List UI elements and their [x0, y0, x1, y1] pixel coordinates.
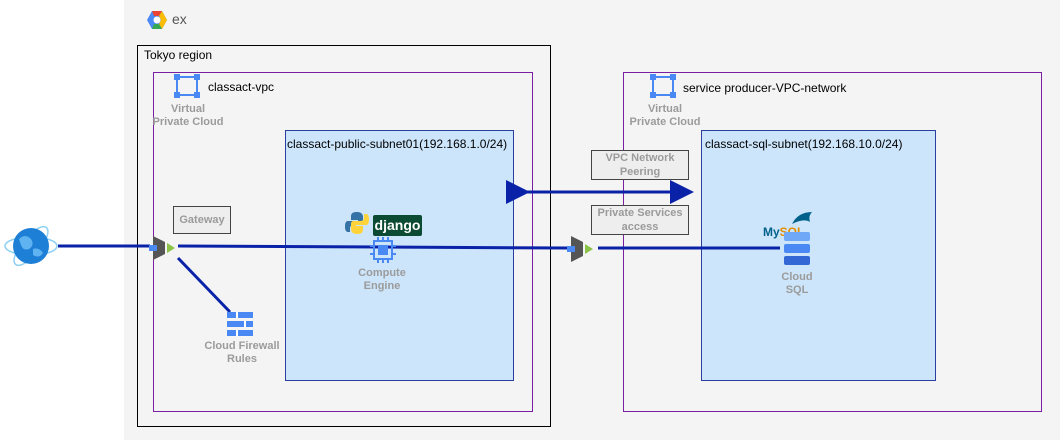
python-icon [345, 212, 369, 234]
gateway-label: Gateway [173, 206, 231, 234]
gateway-to-firewall-line [176, 256, 232, 314]
cloud-sql-label: Cloud SQL [781, 271, 813, 296]
private-services-access-label: Private Services access [591, 205, 689, 235]
vpc-right-icon [650, 74, 676, 98]
vpc-right-name: service producer-VPC-network [683, 81, 847, 95]
region-label: Tokyo region [144, 48, 213, 62]
private-access-gateway-icon [567, 236, 593, 262]
gcp-project-icon [147, 11, 167, 29]
firewall-icon [227, 312, 253, 336]
django-logo: django [373, 215, 422, 236]
project-title: ex [172, 11, 187, 27]
cloud-sql-icon [784, 232, 810, 265]
firewall-label: Cloud Firewall Rules [204, 340, 280, 365]
gateway-icon [149, 236, 175, 260]
public-subnet-box [285, 130, 514, 381]
sql-subnet-box [701, 130, 936, 381]
vpc-right-icon-label: Virtual Private Cloud [629, 103, 701, 128]
vpc-left-icon [174, 74, 200, 98]
sql-subnet-label: classact-sql-subnet(192.168.10.0/24) [705, 137, 903, 151]
public-subnet-label: classact-public-subnet01(192.168.1.0/24) [287, 137, 508, 151]
mysql-dolphin-icon [792, 212, 812, 224]
vpc-peering-label: VPC Network Peering [591, 150, 689, 180]
tokyo-region-box [137, 45, 551, 427]
compute-engine-label: Compute Engine [358, 267, 406, 292]
compute-engine-icon [370, 237, 396, 263]
producer-vpc-box [623, 72, 1042, 412]
vpc-left-icon-label: Virtual Private Cloud [152, 103, 224, 128]
internet-globe-icon [4, 225, 58, 267]
vpc-left-name: classact-vpc [208, 80, 275, 94]
